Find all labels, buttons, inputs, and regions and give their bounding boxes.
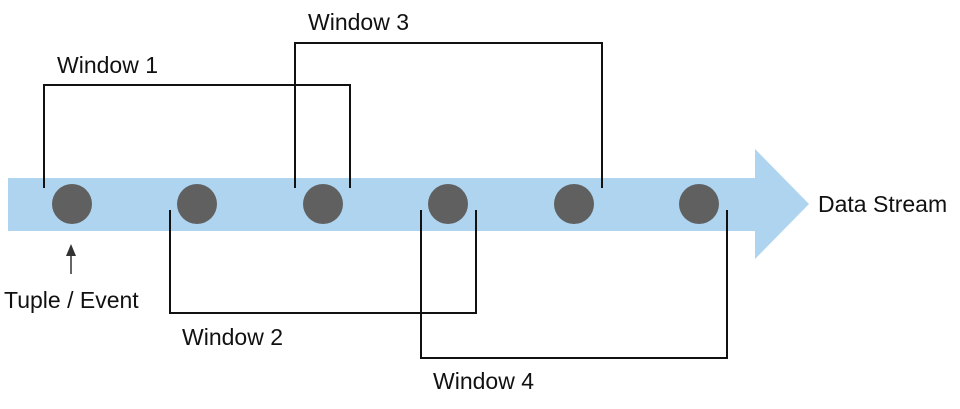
tuple-6: [679, 184, 719, 224]
window-1-label: Window 1: [57, 52, 158, 78]
tuple-2: [177, 184, 217, 224]
tuple-pointer-arrowhead: [66, 244, 76, 256]
window-4-label: Window 4: [433, 368, 534, 394]
window-2-label: Window 2: [182, 324, 283, 350]
window-3-label: Window 3: [308, 9, 409, 35]
window-3-bracket: [294, 42, 603, 188]
tuple-4: [428, 184, 468, 224]
window-4-bracket: [420, 210, 728, 359]
window-2-bracket: [169, 210, 477, 314]
data-stream-arrow: [8, 149, 809, 259]
data-stream-label: Data Stream: [818, 191, 947, 217]
window-1-bracket: [43, 84, 351, 188]
tuple-5: [554, 184, 594, 224]
tuple-3: [303, 184, 343, 224]
tuple-event-label: Tuple / Event: [4, 287, 139, 313]
tuple-1: [52, 184, 92, 224]
